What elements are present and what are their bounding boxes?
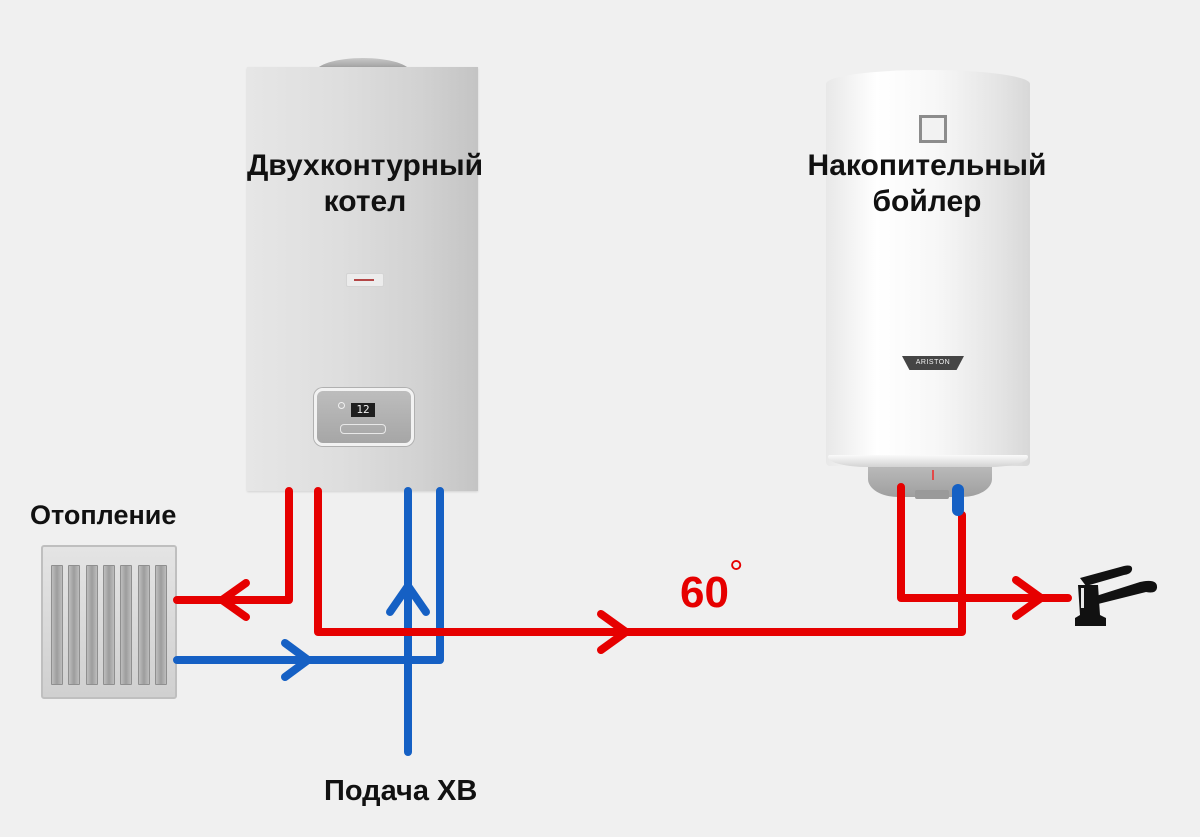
arrow-icon [281, 639, 312, 681]
arrow-icon [1012, 576, 1045, 620]
power-icon [338, 402, 345, 409]
arrow-icon [597, 610, 630, 654]
degree-symbol: ° [728, 552, 744, 594]
radiator-fin [120, 565, 133, 685]
boiler-logo-icon [346, 273, 384, 287]
radiator-fin [102, 565, 115, 685]
heating-supply-pipe [173, 487, 293, 604]
heater-label-line1: Накопительный [807, 149, 1047, 182]
radiator-fin [137, 565, 150, 685]
heater-label-line2: бойлер [872, 185, 982, 218]
heater-label: Накопительный бойлер [782, 148, 1072, 220]
cold-water-supply-label: Подача ХВ [324, 775, 478, 807]
temperature-value: 60 [680, 568, 729, 617]
heater-drain-nut [915, 490, 949, 499]
hot-water-pipe [314, 487, 966, 636]
temperature-label: 60° [680, 555, 743, 619]
heater-brand-badge: ARISTON [902, 356, 964, 370]
radiator-fin [68, 565, 81, 685]
radiator-fin [85, 565, 98, 685]
heating-return-pipe [173, 487, 444, 664]
heater-indicator-icon [919, 115, 947, 143]
boiler-label-line2: котел [323, 185, 407, 218]
radiator-fin [51, 565, 63, 685]
boiler-label: Двухконтурный котел [220, 148, 510, 220]
hot-outlet-pipe [897, 483, 1072, 602]
heater-base-mark [932, 470, 934, 480]
boiler-display: 12 [351, 403, 375, 417]
arrow-icon [218, 579, 250, 621]
boiler-label-line1: Двухконтурный [246, 149, 484, 182]
radiator-fins [51, 565, 167, 685]
faucet-icon [1075, 565, 1158, 626]
heating-label: Отопление [30, 500, 177, 530]
boiler-buttons [340, 424, 386, 434]
boiler-control-panel [314, 388, 414, 446]
radiator-fin [154, 565, 167, 685]
heater-bottom-rim [828, 455, 1028, 467]
arrow-icon [386, 582, 430, 616]
